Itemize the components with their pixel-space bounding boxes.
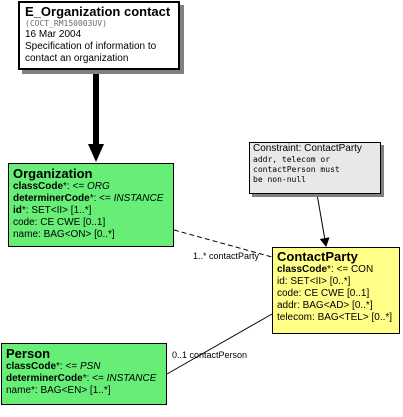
contactparty-title: ContactParty xyxy=(277,249,358,264)
contactparty-class-box[interactable]: ContactParty classCode*: <= CON id: SET<… xyxy=(272,247,400,334)
organization-class-box[interactable]: Organization classCode*: <= ORG determin… xyxy=(8,163,174,247)
person-attr-name: name*: BAG<EN> [1..*] xyxy=(6,385,111,396)
model-description-line-1: Specification of information to xyxy=(25,41,157,52)
constraint-body-line-1: addr, telecom or xyxy=(253,155,331,164)
contactparty-attr-addr: addr: BAG<AD> [0..*] xyxy=(277,300,373,311)
person-title: Person xyxy=(6,346,51,361)
person-attr-classcode: classCode*: <= PSN xyxy=(6,361,101,372)
model-code: (COCT_RM150003UV) xyxy=(25,19,107,28)
organization-attr-name: name: BAG<ON> [0..*] xyxy=(13,229,115,240)
person-class-box[interactable]: Person classCode*: <= PSN determinerCode… xyxy=(1,343,167,405)
model-description-line-2: contact an organization xyxy=(25,53,129,64)
constraint-body-line-2: contactPerson must xyxy=(253,165,340,174)
header-to-organization-arrowhead xyxy=(88,144,104,162)
person-attr-determinercode: determinerCode*: <= INSTANCE xyxy=(6,373,157,384)
contactparty-attr-classcode: classCode*: <= CON xyxy=(277,264,374,275)
constraint-title: Constraint: ContactParty xyxy=(253,143,362,154)
constraint-body-line-3: be non-null xyxy=(253,175,306,184)
organization-contactparty-dashed-link xyxy=(173,229,273,258)
contactperson-association-label: 0..1 contactPerson xyxy=(172,350,248,360)
constraint-note[interactable]: Constraint: ContactParty addr, telecom o… xyxy=(249,142,381,194)
organization-attr-determinercode: determinerCode*: <= INSTANCE xyxy=(13,193,164,204)
contactparty-association-label: 1..* contactParty xyxy=(193,251,260,261)
organization-title: Organization xyxy=(13,166,93,181)
person-contactparty-link xyxy=(166,313,273,375)
contactparty-attr-code: code: CE CWE [0..1] xyxy=(277,288,370,299)
model-date: 16 Mar 2004 xyxy=(25,29,82,40)
constraint-to-contactparty-arrow xyxy=(316,193,330,247)
model-header-box[interactable]: E_Organization contact (COCT_RM150003UV)… xyxy=(18,1,180,70)
organization-attr-classcode: classCode*: <= ORG xyxy=(13,181,110,192)
organization-attr-code: code: CE CWE [0..1] xyxy=(13,217,106,228)
contactparty-attr-id: id: SET<II> [0..*] xyxy=(277,276,351,287)
contactparty-attr-telecom: telecom: BAG<TEL> [0..*] xyxy=(277,312,393,323)
organization-attr-id: id*: SET<II> [1..*] xyxy=(13,205,92,216)
model-title: E_Organization contact xyxy=(25,4,171,19)
